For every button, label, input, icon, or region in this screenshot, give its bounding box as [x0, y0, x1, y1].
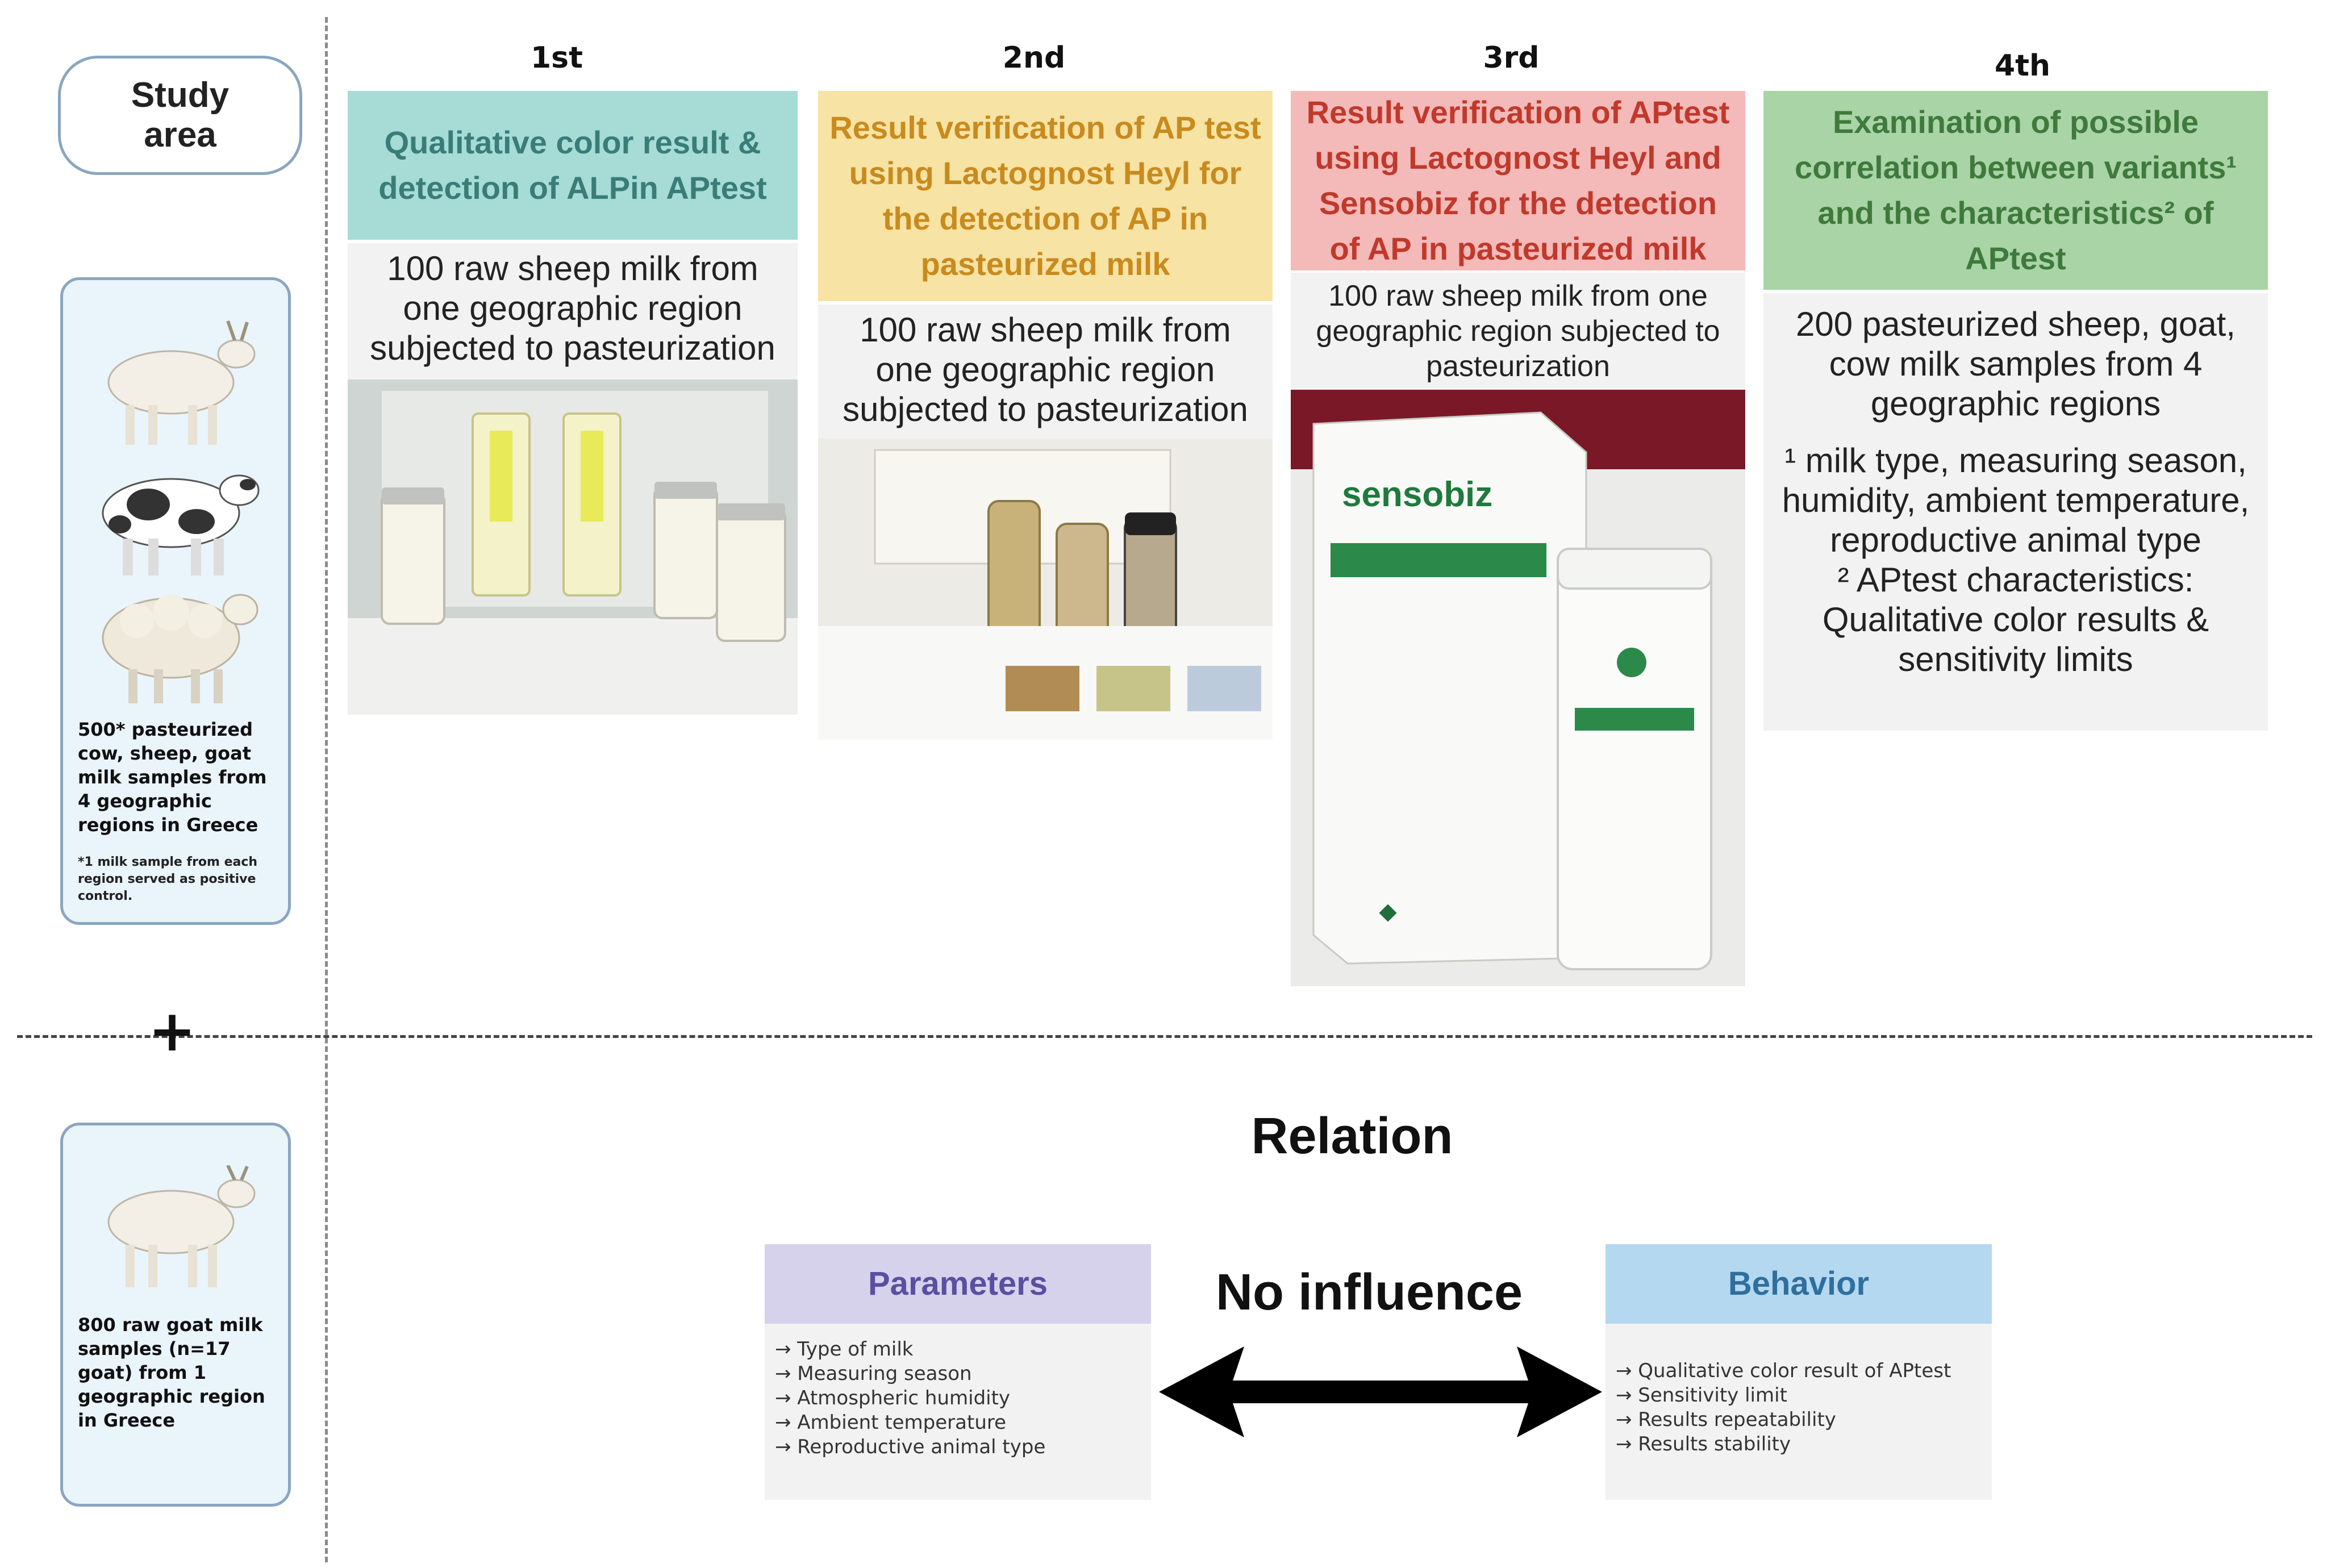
parameters-list: → Type of milk→ Measuring season→ Atmosp… [765, 1324, 1151, 1500]
plus-sign: + [148, 998, 196, 1064]
parameters-item: → Atmospheric humidity [775, 1387, 1011, 1409]
step-2-title-text: Result verification of AP test using Lac… [829, 110, 1261, 282]
step-2-body: 100 raw sheep milk from one geographic r… [818, 305, 1273, 439]
step-4-title-text: Examination of possible correlation betw… [1794, 104, 2237, 276]
step-2-label: 2nd [1002, 41, 1066, 75]
step-3-title-text: Result verification of APtest using Lact… [1306, 94, 1730, 266]
behavior-list: → Qualitative color result of APtest→ Se… [1605, 1324, 1992, 1500]
sensobiz-logo-text: sensobiz [1342, 475, 1493, 514]
sheep-icon [102, 594, 258, 703]
step-1-title: Qualitative color result & detection of … [348, 91, 798, 240]
study-area-text: Study area [131, 76, 230, 155]
step-4-label: 4th [1994, 49, 2051, 83]
behavior-title-text: Behavior [1728, 1265, 1870, 1302]
vertical-divider [325, 17, 328, 1562]
step-4-title: Examination of possible correlation betw… [1763, 91, 2268, 290]
step-4-body: 200 pasteurized sheep, goat, cow milk sa… [1763, 293, 2268, 731]
study-group-raw-goat: 800 raw goat milk samples (n=17 goat) fr… [60, 1123, 291, 1507]
parameters-item: → Reproductive animal type [775, 1436, 1046, 1458]
parameters-title: Parameters [765, 1244, 1151, 1324]
relation-title: Relation [1251, 1108, 1453, 1165]
step-1-label: 1st [531, 41, 583, 75]
step-2-title: Result verification of AP test using Lac… [818, 91, 1273, 301]
parameters-title-text: Parameters [868, 1265, 1048, 1302]
group2-caption: 800 raw goat milk samples (n=17 goat) fr… [78, 1314, 265, 1431]
goat-icon [107, 320, 256, 445]
group1-caption: 500* pasteurized cow, sheep, goat milk s… [78, 719, 267, 836]
behavior-item: → Results stability [1616, 1433, 1791, 1456]
aptest-vials-photo [348, 380, 798, 715]
group1-note: *1 milk sample from each region served a… [78, 855, 258, 903]
lactognost-kit-photo [818, 439, 1273, 740]
study-group-pasteurized: 500* pasteurized cow, sheep, goat milk s… [60, 277, 291, 925]
study-area-label: Study area [58, 56, 302, 175]
step-3-title: Result verification of APtest using Lact… [1291, 91, 1745, 270]
step-4-footnote-2: ² APtest characteristics: Qualitative co… [1822, 561, 2209, 678]
step-3-label: 3rd [1483, 41, 1540, 75]
parameters-item: → Ambient temperature [775, 1411, 1007, 1434]
no-influence-label: No influence [1215, 1264, 1523, 1321]
behavior-item: → Results repeatability [1616, 1408, 1836, 1431]
cow-icon [102, 474, 260, 576]
parameters-item: → Measuring season [775, 1362, 972, 1385]
behavior-item: → Qualitative color result of APtest [1616, 1360, 1951, 1382]
sensobiz-logo: sensobiz [1342, 475, 1492, 515]
step-4-body-text: 200 pasteurized sheep, goat, cow milk sa… [1796, 305, 2236, 423]
animal-illustrations [102, 320, 260, 703]
step-4-footnote-1: ¹ milk type, measuring season, humidity,… [1782, 441, 2250, 559]
double-arrow-icon [1159, 1346, 1602, 1437]
parameters-item: → Type of milk [775, 1338, 914, 1361]
behavior-item: → Sensitivity limit [1616, 1384, 1787, 1407]
goat-icon [107, 1165, 256, 1287]
sensobiz-kit-photo: sensobiz [1291, 390, 1745, 986]
horizontal-divider [17, 1035, 2312, 1038]
step-3-body: 100 raw sheep milk from one geographic r… [1291, 273, 1745, 390]
step-1-body: 100 raw sheep milk from one geographic r… [348, 243, 798, 380]
behavior-title: Behavior [1605, 1244, 1992, 1324]
step-1-title-text: Qualitative color result & detection of … [378, 124, 767, 206]
